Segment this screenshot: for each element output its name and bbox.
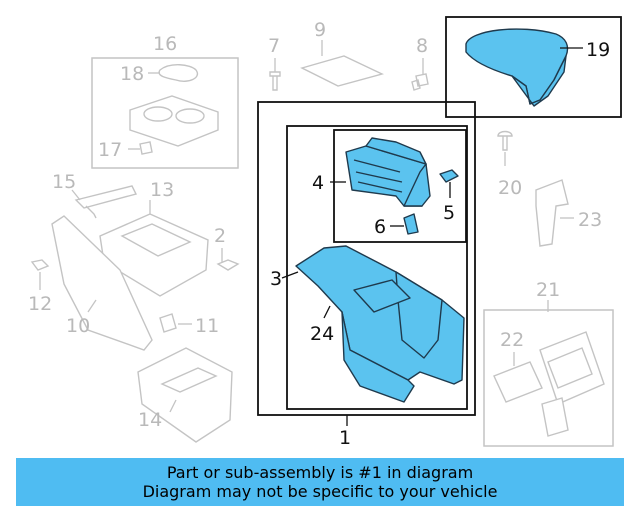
callout-5: 5 (443, 202, 455, 224)
callout-12: 12 (28, 293, 52, 315)
callout-18: 18 (120, 63, 144, 85)
part-18-cupholder-insert[interactable] (158, 64, 199, 82)
part-21-rear-panel[interactable] (539, 331, 605, 437)
part-16-cupholder[interactable] (129, 95, 219, 147)
part-7-screw[interactable] (269, 71, 281, 91)
banner-line-2: Diagram may not be specific to your vehi… (142, 482, 498, 501)
assembly-1-outer-box (257, 101, 476, 416)
part-23-duct[interactable] (535, 179, 569, 247)
assembly-1-inner-box (286, 125, 468, 410)
callout-3: 3 (270, 268, 282, 290)
callout-13: 13 (150, 179, 174, 201)
callout-20: 20 (498, 177, 522, 199)
callout-7: 7 (268, 35, 280, 57)
callout-6: 6 (374, 216, 386, 238)
callout-9: 9 (314, 19, 326, 41)
disclaimer-banner: Part or sub-assembly is #1 in diagram Di… (16, 458, 624, 506)
callout-11: 11 (195, 315, 219, 337)
callout-21: 21 (536, 279, 560, 301)
part-5-clip[interactable] (439, 169, 459, 183)
callout-4: 4 (312, 172, 324, 194)
callout-16: 16 (153, 33, 177, 55)
callout-17: 17 (98, 139, 122, 161)
armrest-box (445, 16, 622, 118)
part-20-screw[interactable] (497, 130, 513, 151)
callout-15: 15 (52, 171, 76, 193)
callout-22: 22 (500, 329, 524, 351)
callout-24: 24 (310, 323, 334, 345)
part-3-console-body[interactable] (295, 245, 465, 403)
part-12-bolt[interactable] (30, 259, 50, 271)
part-11-clip[interactable] (159, 313, 177, 333)
part-9-mat[interactable] (300, 55, 385, 87)
part-4-storage-bin[interactable] (345, 137, 431, 207)
callout-2: 2 (214, 225, 226, 247)
part-6-latch[interactable] (403, 213, 419, 235)
part-17-clip[interactable] (139, 141, 153, 155)
bin-subassembly-box (333, 129, 467, 243)
part-2-bolt[interactable] (216, 259, 240, 271)
part-19-armrest-lid[interactable] (465, 28, 569, 107)
callout-1: 1 (339, 427, 351, 449)
callout-8: 8 (416, 35, 428, 57)
part-10-side-panel[interactable] (51, 215, 153, 351)
callout-23: 23 (578, 209, 602, 231)
callout-14: 14 (138, 409, 162, 431)
part-15-bracket[interactable] (74, 185, 138, 219)
callout-10: 10 (66, 315, 90, 337)
cupholder-assembly-box (91, 57, 239, 169)
part-22-vent[interactable] (493, 361, 543, 403)
callout-19: 19 (586, 39, 610, 61)
banner-line-1: Part or sub-assembly is #1 in diagram (166, 463, 474, 482)
part-14-rear-cover[interactable] (137, 347, 233, 443)
part-8-pin[interactable] (411, 73, 429, 91)
